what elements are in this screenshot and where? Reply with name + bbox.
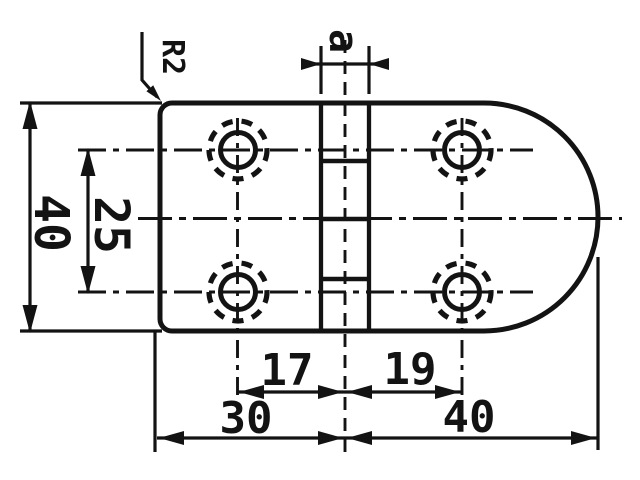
holes xyxy=(206,118,494,324)
arrowhead-center-left xyxy=(347,385,372,399)
hinge-body-outline xyxy=(157,100,601,334)
countersink-dashed-circle xyxy=(206,260,270,324)
arrowhead-down xyxy=(22,305,38,333)
countersink-dashed-circle xyxy=(430,118,494,182)
leader-corner-radius: R2 xyxy=(140,32,190,101)
dimension-knuckle-a: a xyxy=(301,29,389,94)
dimension-height-40: 40 xyxy=(20,101,162,333)
leader-text-radius: R2 xyxy=(155,39,190,75)
hinge-body xyxy=(157,100,601,334)
hole-circle xyxy=(218,272,258,312)
arrowhead-down xyxy=(80,266,96,294)
dimension-text-17: 17 xyxy=(261,345,314,396)
dimension-pitch-25: 25 xyxy=(80,148,139,294)
countersink-dashed-circle xyxy=(206,118,270,182)
hole-circle xyxy=(218,130,258,170)
arrowhead-center-right xyxy=(318,431,343,445)
dimension-text-30: 30 xyxy=(220,393,273,444)
leader-line xyxy=(140,32,159,99)
arrowhead-left-end xyxy=(159,431,184,445)
hole-circle xyxy=(442,272,482,312)
hole-circle xyxy=(442,130,482,170)
arrowhead-right-end xyxy=(571,431,596,445)
arrowhead-left xyxy=(369,58,389,70)
leader-arrowhead xyxy=(146,85,161,101)
arrowhead-right-end xyxy=(435,385,460,399)
hole-top-left xyxy=(206,118,270,182)
hole-bottom-left xyxy=(206,260,270,324)
dimension-text-height: 40 xyxy=(23,194,79,252)
arrowhead-center-right xyxy=(318,385,343,399)
arrowhead-up xyxy=(22,101,38,129)
arrowhead-left-end xyxy=(239,385,264,399)
dimension-text-pitch: 25 xyxy=(83,196,139,254)
hole-top-right xyxy=(430,118,494,182)
dimension-hole-offsets: 17 19 xyxy=(237,344,462,399)
dimension-text-40: 40 xyxy=(443,392,496,443)
arrowhead-up xyxy=(80,148,96,176)
arrowhead-right xyxy=(301,58,321,70)
dimension-leaf-widths: 30 40 xyxy=(153,257,600,452)
countersink-dashed-circle xyxy=(430,260,494,324)
dimension-text-knuckle: a xyxy=(320,29,366,53)
dimension-text-19: 19 xyxy=(384,344,437,395)
arrowhead-center-left xyxy=(347,431,372,445)
hole-bottom-right xyxy=(430,260,494,324)
